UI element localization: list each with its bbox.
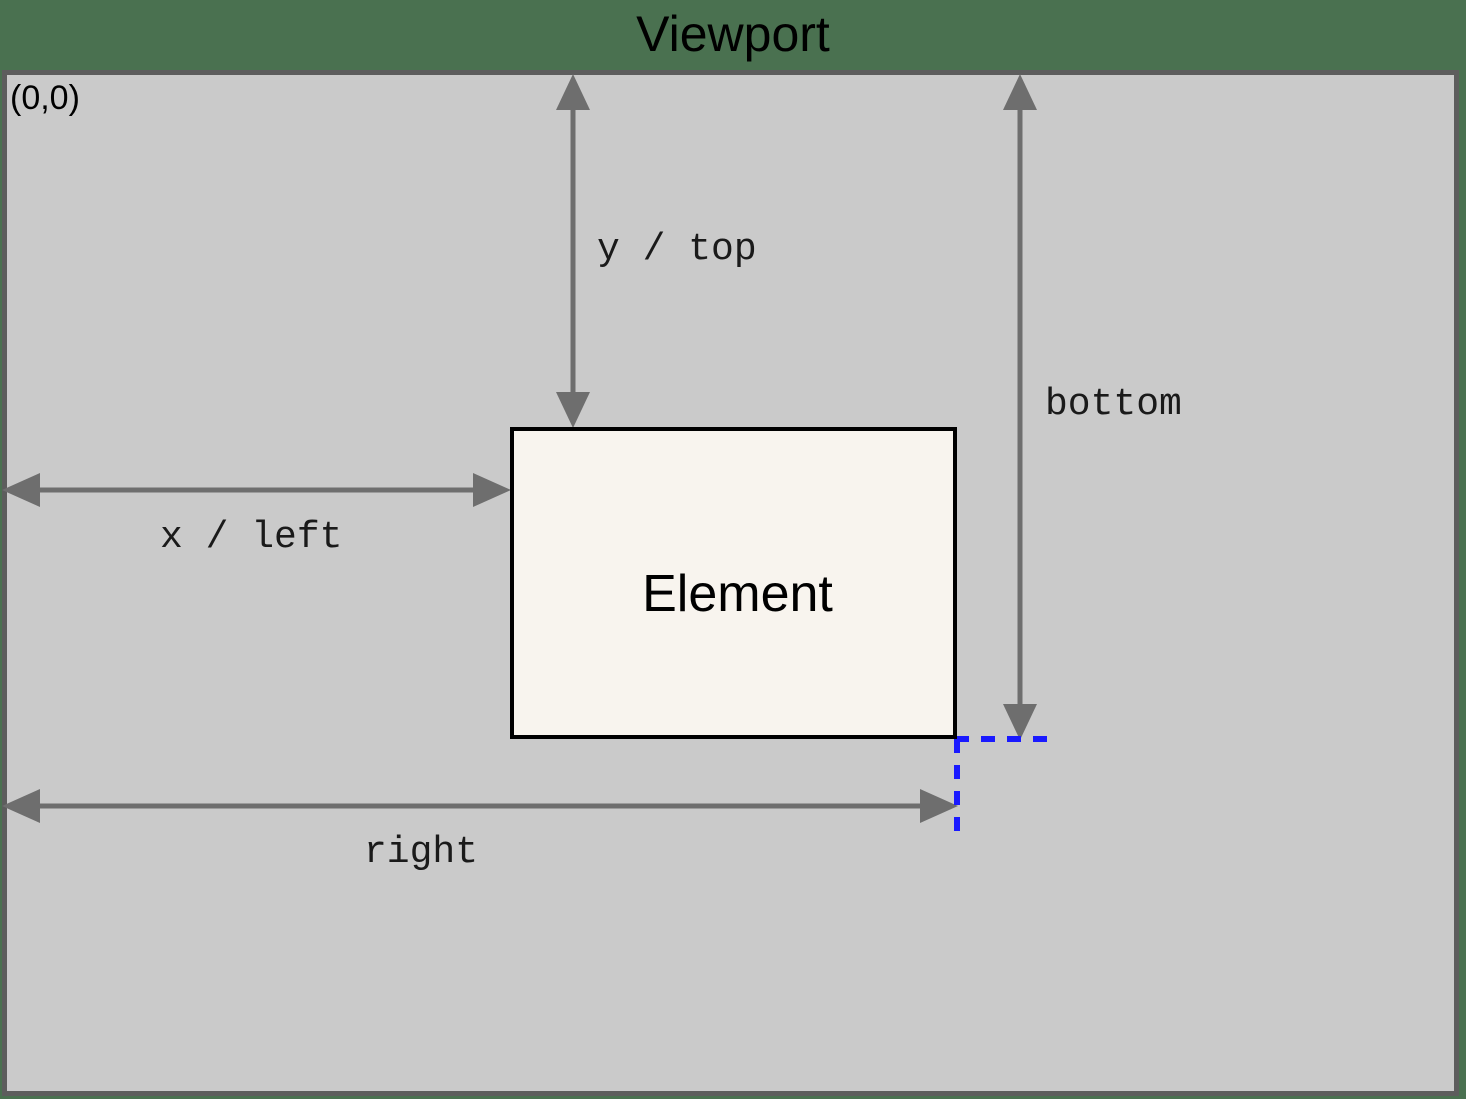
element-label: Element: [642, 565, 833, 623]
measurement-label-x-left: x / left: [160, 516, 343, 559]
origin-coordinate-label: (0,0): [10, 79, 80, 117]
page-title: Viewport: [636, 6, 830, 62]
measurement-label-y-top: y / top: [597, 228, 757, 271]
element-rectangle: Element: [510, 427, 957, 739]
measurement-label-right: right: [364, 831, 479, 874]
viewport-header-band: Viewport: [0, 0, 1466, 72]
measurement-label-bottom: bottom: [1045, 383, 1182, 426]
